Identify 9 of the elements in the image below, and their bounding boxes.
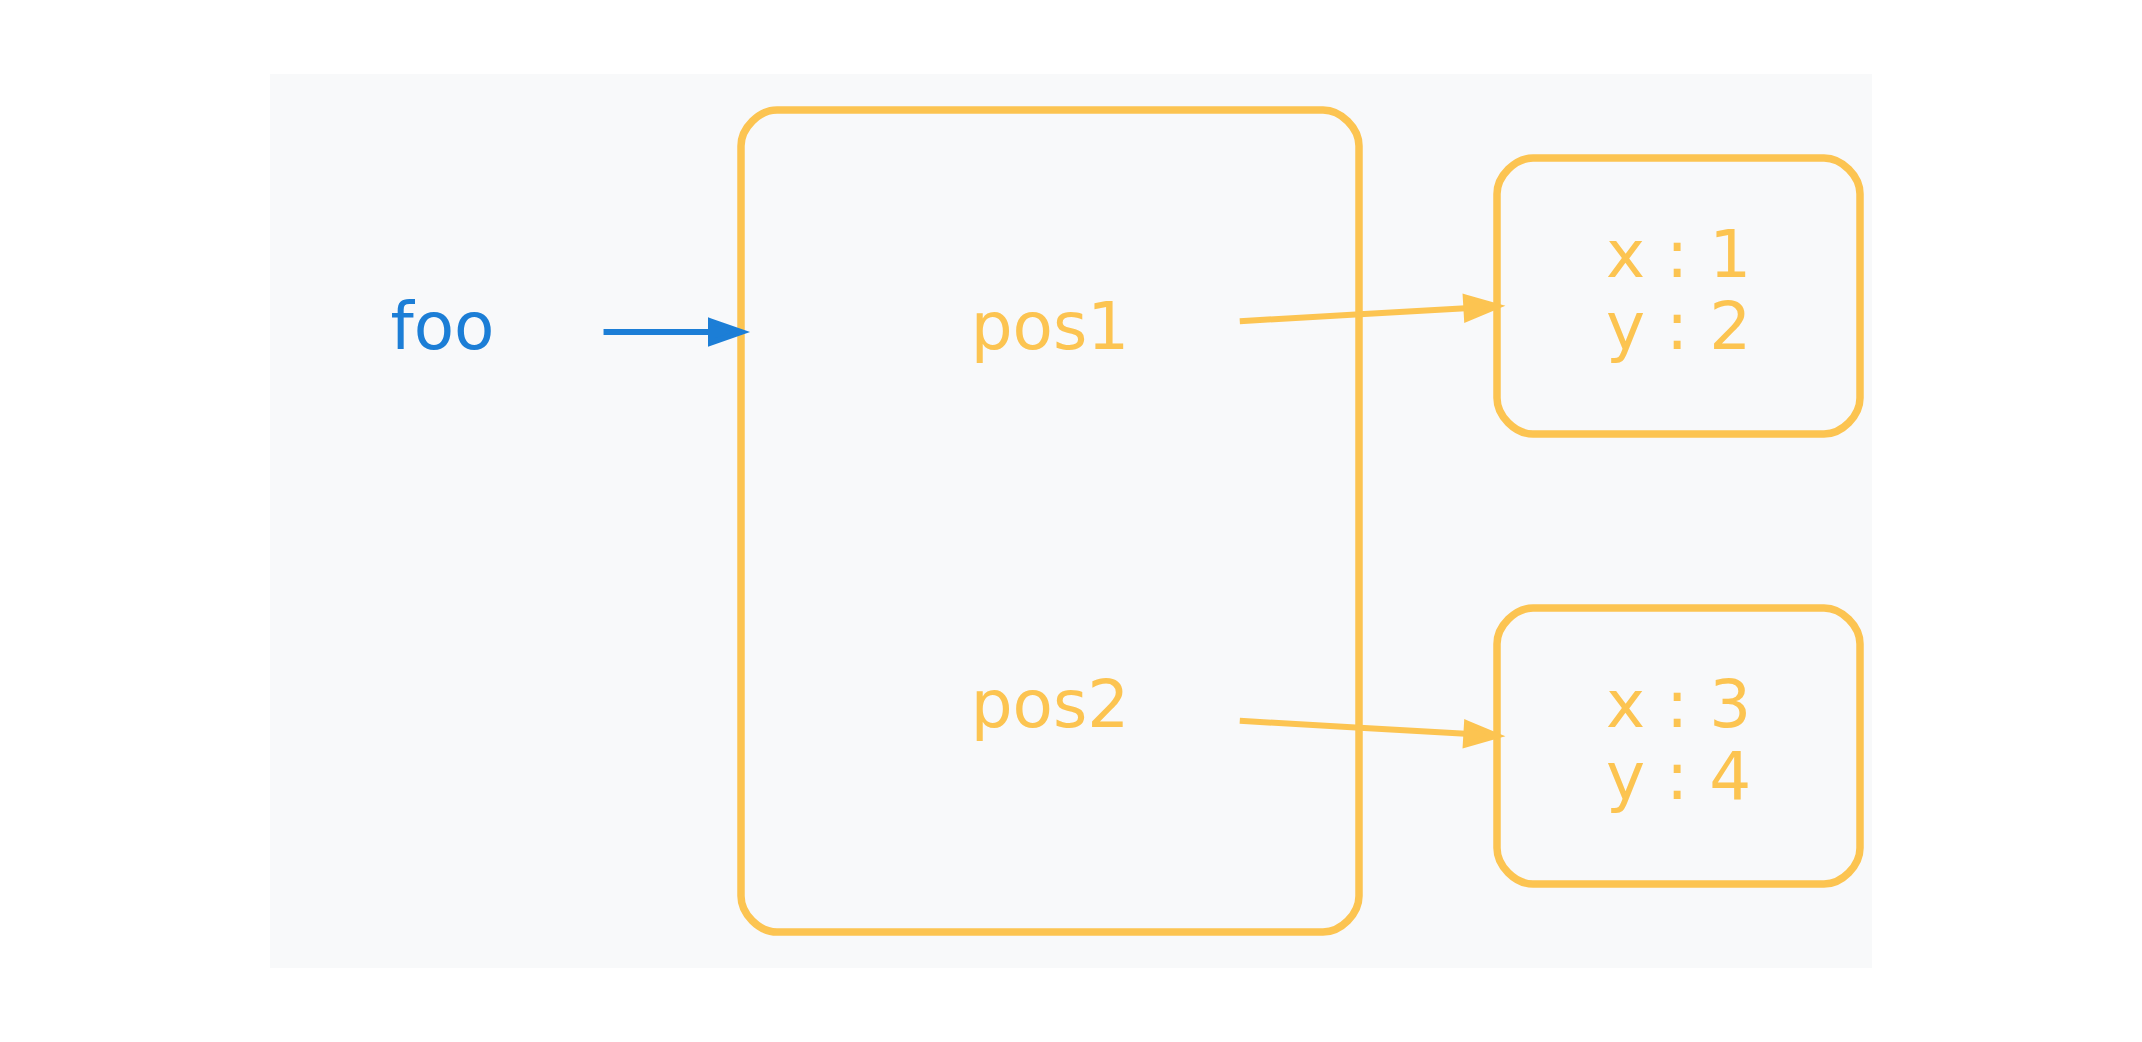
node-text: pos1	[970, 287, 1130, 365]
node-text: pos2	[970, 665, 1130, 743]
node-text: foo	[390, 287, 495, 365]
node-box: x : 1 y : 2	[1493, 154, 1864, 438]
node-box: x : 3 y : 4	[1493, 604, 1864, 888]
cluster	[737, 106, 1363, 936]
arrow	[1239, 717, 1506, 749]
arrow	[603, 317, 751, 347]
arrow	[1239, 293, 1506, 325]
